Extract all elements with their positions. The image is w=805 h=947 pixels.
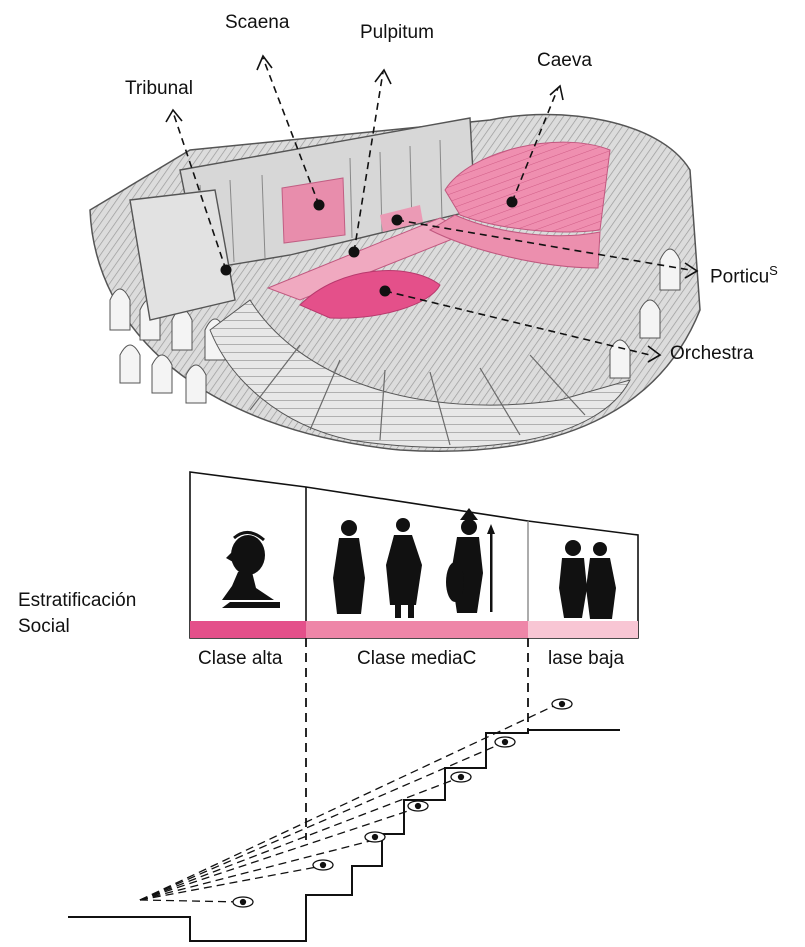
porticus-text: Porticu [710, 266, 769, 287]
eye-icon [365, 832, 385, 842]
class-label-media: Clase mediaC [357, 648, 476, 670]
label-caeva: Caeva [537, 50, 592, 72]
label-porticus: PorticuS [710, 263, 778, 288]
label-orchestra: Orchestra [670, 343, 753, 365]
title-line-2: Social [18, 614, 136, 640]
clase-alta-bar [190, 621, 306, 638]
eye-icon [451, 772, 471, 782]
eye-icon [408, 801, 428, 811]
eye-icon [233, 897, 253, 907]
clase-baja-bar [528, 621, 638, 638]
social-stratification-title: Estratificación Social [18, 588, 136, 640]
label-tribunal: Tribunal [125, 78, 193, 100]
class-label-baja: lase baja [548, 648, 624, 670]
porticus-superscript: S [769, 263, 778, 278]
sight-lines [140, 704, 558, 902]
label-pulpitum: Pulpitum [360, 22, 434, 44]
eye-icon [313, 860, 333, 870]
theater-illustration [90, 114, 700, 451]
label-scaena: Scaena [225, 12, 289, 34]
eye-icon [495, 737, 515, 747]
eye-icon [552, 699, 572, 709]
clase-media-bar [306, 621, 528, 638]
seating-cross-section [68, 730, 620, 941]
class-label-alta: Clase alta [198, 648, 283, 670]
title-line-1: Estratificación [18, 588, 136, 614]
eye-icons [233, 699, 572, 907]
